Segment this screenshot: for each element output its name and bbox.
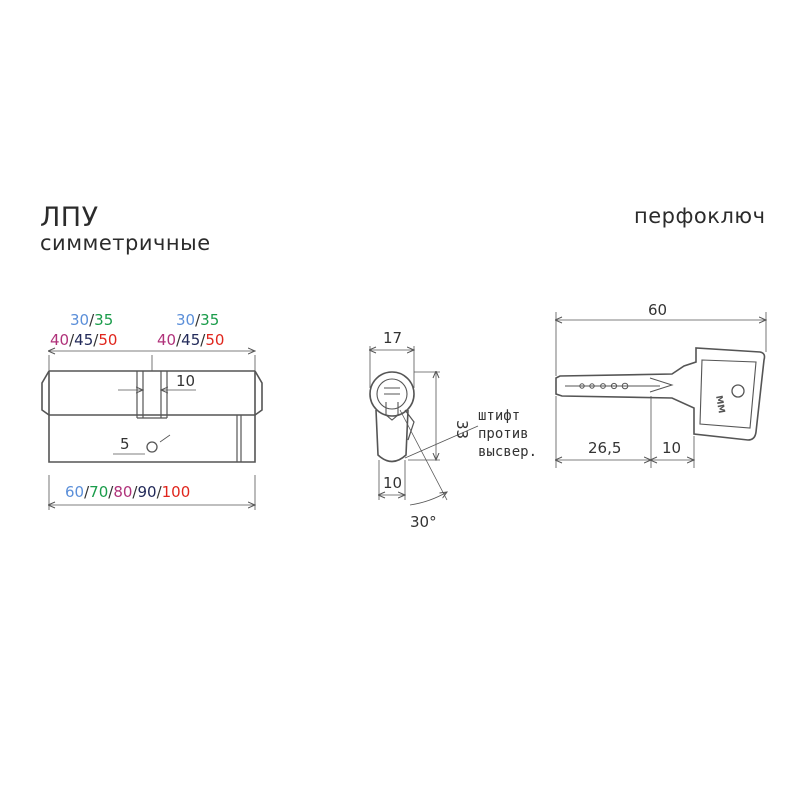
note-line-1: штифт	[478, 408, 520, 424]
key-blade-length-label: 26,5	[588, 439, 621, 457]
profile-height-label: 33	[453, 420, 471, 439]
cam-width-label: 10	[176, 372, 195, 390]
profile-bottom-label: 10	[383, 474, 402, 492]
key-logo: MM	[713, 395, 726, 414]
page-subtitle: симметричные	[40, 231, 211, 255]
screw-offset-label: 5	[120, 435, 130, 453]
note-line-2: против	[478, 426, 529, 442]
key-type-label: перфоключ	[634, 204, 766, 228]
profile-angle-label: 30°	[410, 513, 437, 531]
profile-width-label: 17	[383, 329, 402, 347]
total-lengths: 60/70/80/90/100	[65, 483, 190, 501]
right-length-30: 30/35	[176, 311, 219, 329]
cylinder-dimension-lines	[49, 351, 255, 510]
cylinder-drawing	[41, 370, 263, 463]
key-shoulder-label: 10	[662, 439, 681, 457]
left-length-30: 30/35	[70, 311, 113, 329]
profile-dimension-lines	[370, 346, 479, 506]
right-length-40: 40/45/50	[157, 331, 224, 349]
profile-drawing	[369, 371, 415, 463]
key-length-label: 60	[648, 301, 667, 319]
page-title: ЛПУ	[40, 202, 99, 233]
left-length-40: 40/45/50	[50, 331, 117, 349]
key-dimension-lines	[556, 312, 766, 468]
note-line-3: высвер.	[478, 444, 537, 460]
key-drawing	[555, 347, 766, 441]
